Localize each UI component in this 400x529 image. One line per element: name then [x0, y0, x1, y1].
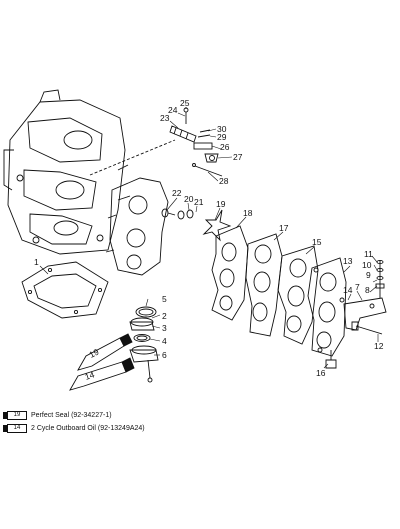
plate-18	[211, 225, 249, 321]
callout-9: 9	[366, 270, 371, 280]
bracket-7	[343, 297, 387, 331]
callout-16: 16	[316, 368, 326, 378]
legend-text-perfect-seal: Perfect Seal (92-34227-1)	[31, 412, 112, 419]
callout-14: 14	[343, 285, 353, 295]
bolt-16	[325, 350, 337, 369]
leader-lines	[39, 107, 379, 369]
tube-label-perfect-seal: 19	[87, 347, 100, 360]
gasket-1	[21, 261, 109, 319]
callout-24: 24	[168, 105, 178, 115]
legend-perfect-seal: 19 Perfect Seal (92-34227-1)	[3, 411, 112, 420]
plate-15	[277, 245, 319, 345]
callout-22: 22	[172, 188, 182, 198]
callout-21: 21	[194, 197, 204, 207]
tube-icon: 19	[3, 411, 27, 420]
callout-6: 6	[162, 350, 167, 360]
callout-19: 19	[216, 199, 226, 209]
engine-block	[3, 89, 131, 255]
tube-label-outboard-oil: 14	[84, 369, 96, 382]
callout-12: 12	[374, 341, 384, 351]
callout-4: 4	[162, 336, 167, 346]
callout-11: 11	[364, 249, 373, 259]
callout-labels: 1 2 3 4 5 6 7 8 9 10 11 12 13 14 15 16 1…	[34, 98, 384, 378]
callout-2: 2	[162, 311, 167, 321]
callout-1: 1	[34, 257, 39, 267]
legend-text-outboard-oil: 2 Cycle Outboard Oil (92-13249A24)	[31, 425, 145, 432]
cylinder-block	[105, 177, 169, 276]
callout-20: 20	[184, 194, 194, 204]
callout-5: 5	[162, 294, 167, 304]
plate-17	[245, 233, 283, 337]
callout-29: 29	[217, 132, 227, 142]
callout-30: 30	[217, 124, 227, 134]
legend-outboard-oil: 14 2 Cycle Outboard Oil (92-13249A24)	[3, 424, 145, 433]
callout-13: 13	[343, 256, 353, 266]
callout-7: 7	[355, 282, 360, 292]
small-parts-20-22	[161, 208, 232, 242]
outboard-oil-tube	[69, 357, 135, 391]
bolt-12	[351, 321, 383, 335]
callout-10: 10	[362, 260, 372, 270]
callout-27: 27	[233, 152, 243, 162]
fitting-parts	[169, 107, 223, 177]
callout-8: 8	[365, 285, 370, 295]
callout-3: 3	[162, 323, 167, 333]
callout-25: 25	[180, 98, 190, 108]
perfect-seal-tube	[77, 333, 133, 371]
callout-28: 28	[219, 176, 229, 186]
callout-17: 17	[279, 223, 289, 233]
screw-stack	[375, 259, 385, 298]
callout-23: 23	[160, 113, 170, 123]
cover-13	[307, 257, 347, 357]
callout-26: 26	[220, 142, 230, 152]
seal-parts-2-6	[129, 306, 159, 383]
tube-icon: 14	[3, 424, 27, 433]
callout-18: 18	[243, 208, 253, 218]
callout-15: 15	[312, 237, 322, 247]
